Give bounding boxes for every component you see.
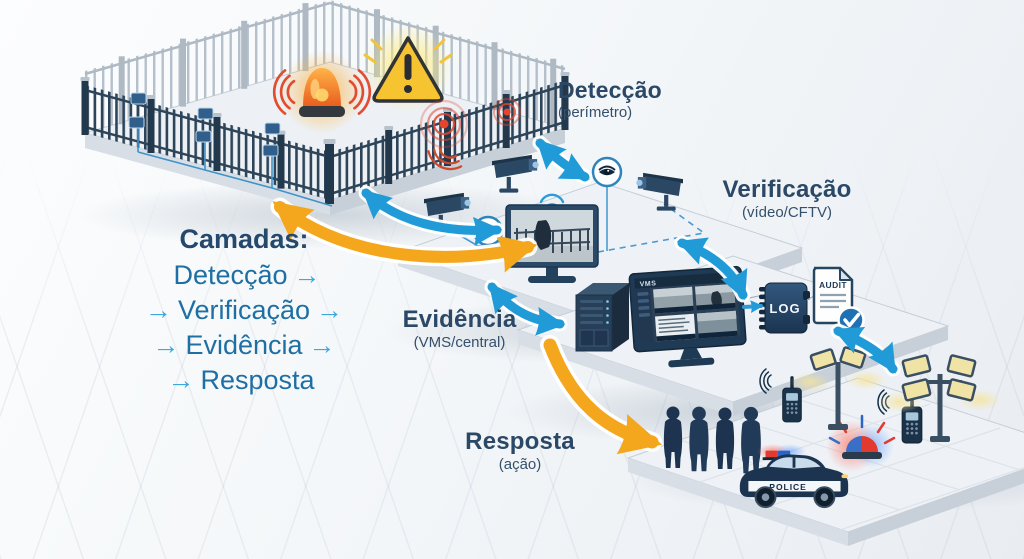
layer-list-item: →Evidência→ [152, 330, 336, 360]
arrow-verification-evidence-left [487, 282, 566, 336]
label-verification: Verificação (vídeo/CFTV) [722, 176, 852, 221]
layer-list-item: Detecção→ [173, 260, 321, 290]
log-binder-icon: LOG [759, 282, 810, 334]
label-response: Resposta (ação) [465, 428, 575, 473]
emergency-beacon-icon [826, 414, 896, 472]
arrow-evidence-response [543, 338, 663, 455]
label-evidence: Evidência (VMS/central) [402, 306, 517, 351]
vms-screen-title: VMS [640, 280, 657, 288]
layer-list-item: →Verificação→ [144, 295, 344, 325]
arrow-layers-verification [272, 201, 538, 273]
layer-list-title: Camadas: [179, 224, 309, 254]
label-detection: Detecção (perímetro) [558, 77, 662, 121]
platform-response [625, 377, 1024, 546]
warning-triangle-icon [363, 24, 453, 112]
eye-icon [591, 156, 623, 188]
log-label: LOG [769, 301, 800, 316]
server-icon [575, 283, 629, 352]
arrow-detection-verification-right [535, 138, 590, 182]
perimeter-sensor-icon [419, 98, 521, 176]
arrow-detection-verification-left [361, 188, 503, 246]
police-car-icon: POLICE [739, 443, 849, 509]
cctv-camera-icon [492, 154, 539, 193]
arrow-verification-evidence-right [676, 237, 748, 300]
siren-beacon-icon [272, 50, 372, 134]
audit-label: AUDIT [819, 280, 847, 290]
police-label: POLICE [769, 482, 807, 492]
layer-list: Camadas: Detecção→ →Verificação→ →Evidên… [118, 224, 370, 398]
arrow-evidence-response-right [833, 326, 898, 374]
fence-sensor-boxes [128, 92, 333, 207]
floodlight-icon [878, 354, 1002, 442]
arrow-vms-log [742, 300, 764, 313]
layer-list-item: →Resposta [167, 365, 315, 395]
flow-arrows [270, 135, 901, 455]
